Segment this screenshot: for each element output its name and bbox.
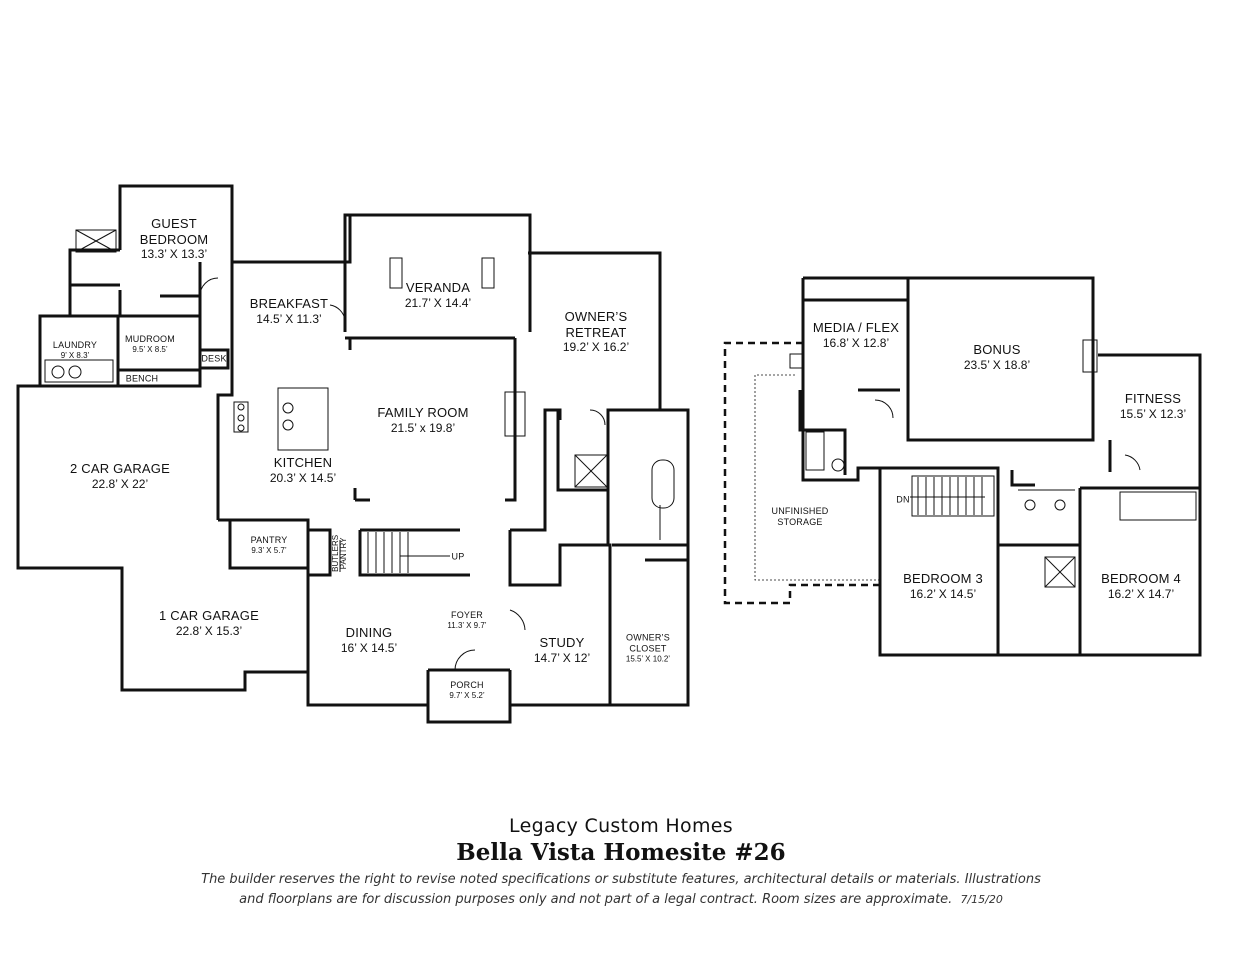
room-dimensions: 9.7’ X 5.2’ (449, 690, 485, 700)
room-dimensions: 15.5’ X 12.3’ (1119, 406, 1187, 421)
room-dimensions: 15.5’ X 10.2’ (625, 654, 671, 663)
room-dimensions: 9.5’ X 8.5’ (132, 344, 168, 354)
room-bedroom-3: BEDROOM 3 16.2’ X 14.5’ (903, 571, 983, 601)
room-name: OWNER’S CLOSET (626, 632, 670, 654)
room-bedroom-4: BEDROOM 4 16.2’ X 14.7’ (1101, 571, 1181, 601)
room-mudroom: MUDROOM 9.5’ X 8.5’ (125, 334, 175, 354)
room-dimensions: 9.3’ X 5.7’ (251, 545, 287, 555)
room-kitchen: KITCHEN 20.3’ X 14.5’ (270, 455, 336, 485)
up-text: UP (451, 551, 465, 562)
room-foyer: FOYER 11.3’ X 9.7’ (447, 610, 486, 630)
disclaimer-line-2: and floorplans are for discussion purpos… (239, 891, 953, 907)
room-name: FAMILY ROOM (377, 405, 469, 421)
room-veranda: VERANDA 21.7’ X 14.4’ (405, 280, 471, 310)
company-name: Legacy Custom Homes (509, 815, 733, 837)
room-name: OWNER’S RETREAT (564, 309, 628, 340)
room-name: BREAKFAST (249, 296, 329, 312)
room-dimensions: 11.3’ X 9.7’ (447, 620, 487, 630)
room-pantry: PANTRY 9.3’ X 5.7’ (251, 535, 288, 555)
room-media-flex: MEDIA / FLEX 16.8’ X 12.8’ (813, 320, 899, 350)
room-dimensions: 14.7’ X 12’ (533, 650, 591, 665)
room-dimensions: 22.8’ X 15.3’ (175, 623, 243, 638)
room-bonus: BONUS 23.5’ X 18.8’ (964, 342, 1030, 372)
room-name: MUDROOM (125, 333, 175, 344)
room-name: DINING (345, 625, 393, 641)
room-dimensions: 16.8’ X 12.8’ (822, 335, 890, 350)
room-two-car-garage: 2 CAR GARAGE 22.8’ X 22’ (70, 461, 170, 491)
room-owners-closet: OWNER’S CLOSET 15.5’ X 10.2’ (626, 632, 670, 663)
room-dimensions: 16’ X 14.5’ (340, 640, 398, 655)
plan-date: 7/15/20 (960, 892, 1003, 906)
room-name: STUDY (539, 635, 585, 651)
room-one-car-garage: 1 CAR GARAGE 22.8’ X 15.3’ (159, 608, 259, 638)
room-family-room: FAMILY ROOM 21.5’ x 19.8’ (377, 405, 468, 435)
disclaimer: The builder reserves the right to revise… (0, 870, 1242, 909)
room-name: PORCH (450, 679, 484, 690)
dn-label: DN (896, 495, 909, 506)
room-dimensions: 22.8’ X 22’ (91, 476, 149, 491)
second-floor-details (789, 339, 1197, 588)
room-name: GUEST BEDROOM (139, 216, 209, 247)
room-guest-bedroom: GUEST BEDROOM 13.3’ X 13.3’ (140, 216, 209, 262)
room-laundry: LAUNDRY 9’ X 8.3’ (53, 340, 97, 360)
footer: Legacy Custom Homes Bella Vista Homesite… (0, 815, 1242, 909)
bench-text: BENCH (125, 373, 159, 384)
butlers-pantry-label: BUTLERS PANTRY (331, 534, 349, 572)
room-owners-retreat: OWNER’S RETREAT 19.2’ X 16.2’ (563, 309, 629, 355)
room-dimensions: 16.2’ X 14.5’ (909, 586, 977, 601)
desk-text: DESK (201, 353, 227, 364)
first-floor-details (44, 229, 675, 671)
room-dimensions: 21.7’ X 14.4’ (404, 295, 472, 310)
room-name: KITCHEN (273, 455, 333, 471)
room-name: FITNESS (1124, 391, 1182, 407)
disclaimer-line-1: The builder reserves the right to revise… (201, 872, 1041, 887)
disclaimer-line-2-row: and floorplans are for discussion purpos… (0, 890, 1242, 910)
room-dimensions: 9’ X 8.3’ (60, 350, 90, 360)
bench-label: BENCH (126, 374, 159, 385)
up-label: UP (452, 552, 465, 563)
room-name: VERANDA (405, 280, 471, 296)
room-dimensions: 20.3’ X 14.5’ (269, 470, 337, 485)
floor-plan-drawing (16, 184, 1202, 724)
room-dimensions: 21.5’ x 19.8’ (390, 420, 456, 435)
room-dimensions: 14.5’ X 11.3’ (256, 311, 322, 326)
project-title: Bella Vista Homesite #26 (456, 839, 786, 866)
storage-inner-outline (754, 374, 880, 581)
desk-label: DESK (201, 354, 226, 365)
room-name: BONUS (973, 342, 1021, 358)
room-name: LAUNDRY (52, 339, 98, 350)
room-unfinished-storage: UNFINISHED STORAGE (771, 506, 828, 528)
room-breakfast: BREAKFAST 14.5’ X 11.3’ (250, 296, 328, 326)
room-dimensions: 23.5’ X 18.8’ (963, 357, 1031, 372)
room-name: MEDIA / FLEX (812, 320, 900, 336)
room-name: 2 CAR GARAGE (70, 461, 170, 477)
room-dining: DINING 16’ X 14.5’ (341, 625, 397, 655)
second-floor-walls (798, 276, 1202, 657)
room-name: UNFINISHED STORAGE (771, 506, 829, 527)
room-dimensions: 13.3’ X 13.3’ (140, 247, 208, 262)
room-fitness: FITNESS 15.5’ X 12.3’ (1120, 391, 1186, 421)
room-dimensions: 16.2’ X 14.7’ (1107, 586, 1175, 601)
room-dimensions: 19.2’ X 16.2’ (562, 340, 630, 355)
dn-text: DN (896, 494, 910, 505)
room-study: STUDY 14.7’ X 12’ (534, 635, 590, 665)
room-name: BEDROOM 4 (1101, 571, 1181, 587)
unfinished-storage-outline (723, 341, 880, 605)
room-name: PANTRY (250, 534, 288, 545)
room-name: BEDROOM 3 (903, 571, 983, 587)
floor-plan: GUEST BEDROOM 13.3’ X 13.3’ BREAKFAST 14… (16, 184, 1202, 724)
room-porch: PORCH 9.7’ X 5.2’ (449, 680, 484, 700)
room-name: 1 CAR GARAGE (159, 608, 259, 624)
room-name: FOYER (450, 609, 484, 620)
